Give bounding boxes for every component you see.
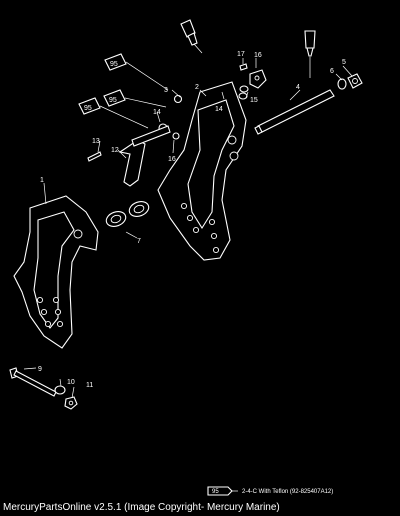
callout-2: 2 [195, 84, 199, 91]
shaft [254, 73, 363, 135]
callout-5: 5 [342, 59, 346, 66]
callout-7: 7 [137, 238, 141, 245]
legend-code: 95 [212, 489, 219, 495]
legend-label: 2-4-C With Teflon (92-825407A12) [242, 489, 333, 495]
callout-12: 12 [111, 147, 119, 154]
callout-14-lower: 14 [153, 109, 161, 116]
swivel-bracket [157, 81, 247, 261]
tube-code-label: 95 [109, 97, 117, 104]
callout-numbers: 1 2 3 4 5 6 7 9 10 11 12 13 14 14 15 16 … [38, 51, 346, 389]
callout-16-upper: 16 [254, 52, 262, 59]
bolt-assembly [9, 367, 78, 410]
callout-17: 17 [237, 51, 245, 58]
callout-1: 1 [40, 177, 44, 184]
copyright-footer: MercuryPartsOnline v2.5.1 (Image Copyrig… [3, 502, 280, 513]
callout-11: 11 [86, 382, 93, 389]
lubricant-tube-middle-left: 95 [103, 89, 167, 108]
tube-code-label: 95 [110, 61, 118, 68]
clamp-bracket [13, 195, 99, 349]
exploded-parts-diagram: 95 95 95 [9, 19, 363, 496]
callout-6: 6 [330, 68, 334, 75]
callout-4: 4 [296, 84, 300, 91]
washers [105, 201, 150, 227]
callout-14-upper: 14 [215, 106, 223, 113]
lubricant-tube-right [304, 30, 316, 78]
detent-bracket [239, 63, 267, 89]
lubricant-tube-lower-left: 95 [78, 97, 149, 129]
callout-9: 9 [38, 366, 42, 373]
lubricant-tube-upper-left: 95 [104, 53, 169, 91]
lubricant-tube-top [180, 19, 203, 54]
lubricant-legend: 95 2-4-C With Teflon (92-825407A12) [207, 486, 333, 496]
callout-13: 13 [92, 138, 100, 145]
callout-10: 10 [67, 379, 75, 386]
callout-15: 15 [250, 97, 258, 104]
tube-code-label: 95 [84, 105, 92, 112]
callout-16-lower: 16 [168, 156, 176, 163]
callout-3: 3 [164, 87, 168, 94]
tilt-lock-lever [87, 125, 171, 187]
leader-lines [23, 58, 353, 399]
